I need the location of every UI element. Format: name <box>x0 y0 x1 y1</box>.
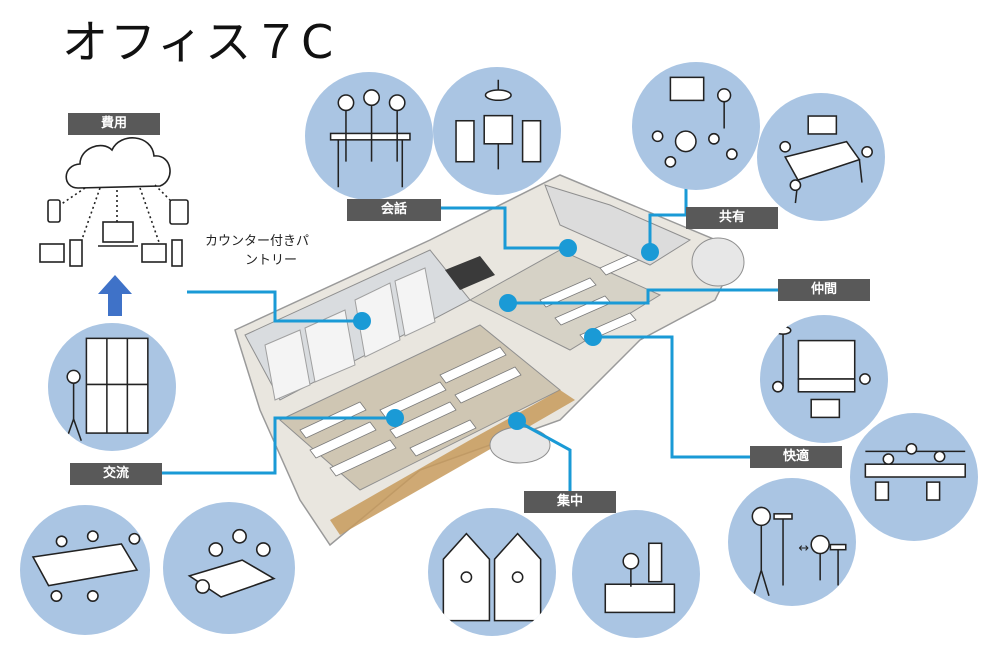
illustration-standing-meeting <box>305 72 433 200</box>
illustration-team-desk <box>20 505 150 635</box>
connector-dots <box>353 239 659 430</box>
pantry-caption: カウンター付きパ ントリー <box>205 232 309 270</box>
label-comfort: 快適 <box>750 446 842 468</box>
illustration-conference-table <box>757 93 885 221</box>
illustration-focus-booths <box>428 508 556 636</box>
label-cost: 費用 <box>68 113 160 135</box>
cloud-network-illustration <box>39 137 189 267</box>
floor-plan-building <box>234 174 745 547</box>
arrow-up-icon <box>98 275 132 316</box>
label-fellows: 仲間 <box>778 279 870 301</box>
pantry-caption-line1: カウンター付きパ <box>205 234 310 249</box>
illustration-booth-seating <box>433 67 561 195</box>
illustration-presentation <box>632 62 760 190</box>
connector-lines <box>162 180 778 492</box>
illustration-storage-lockers <box>48 323 176 451</box>
label-focus: 集中 <box>524 491 616 513</box>
illustration-sit-stand-desk: ↔ <box>728 478 856 606</box>
illustration-lounge-sofa <box>760 315 888 443</box>
label-exchange: 交流 <box>70 463 162 485</box>
illustration-individual-desk <box>572 510 700 638</box>
page-title: オフィス７C <box>62 15 336 69</box>
illustration-comfort-workspace <box>850 413 978 541</box>
illustration-small-meeting <box>163 502 295 634</box>
label-sharing: 共有 <box>686 207 778 229</box>
label-conversation: 会話 <box>347 199 441 221</box>
svg-text:↔: ↔ <box>798 541 809 556</box>
pantry-caption-line2: ントリー <box>245 253 298 268</box>
